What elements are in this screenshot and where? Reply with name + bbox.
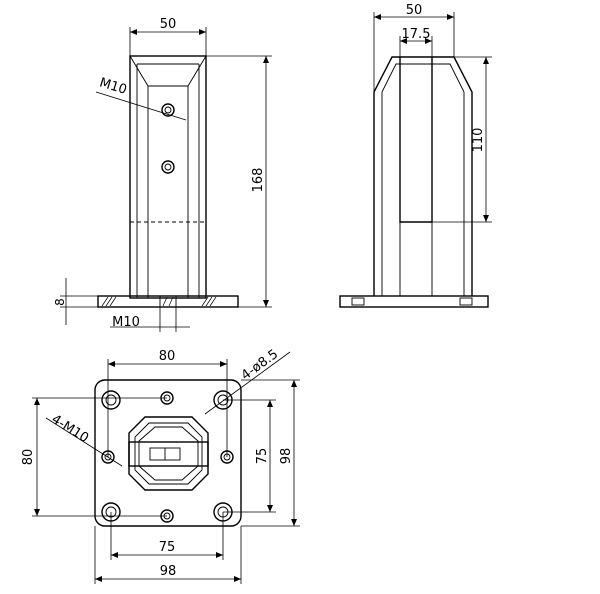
thread-leader [95, 91, 187, 121]
plan-glass-slot [128, 441, 209, 467]
post-top-chamfer [129, 55, 207, 87]
height-label: 168 [251, 168, 266, 193]
side-width-label: 50 [406, 3, 423, 18]
base-thickness-label: 8 [53, 298, 67, 306]
left-span-label: 80 [21, 449, 36, 466]
plan-post-octagon [128, 416, 209, 491]
corner-hole-tl [101, 390, 121, 410]
thread-label: M10 [98, 75, 129, 97]
side-view: 50 17.5 110 [339, 3, 492, 308]
bottom-thread-hole [159, 295, 177, 308]
width-label: 50 [160, 17, 177, 32]
base-hatch [101, 296, 217, 307]
bolt-hole-upper [161, 103, 175, 117]
hole-leader [204, 351, 291, 415]
outer-height-label: 98 [279, 448, 294, 465]
bolt-hole-lower [161, 160, 175, 174]
thread-holes-label: 4-M10 [49, 412, 91, 446]
hole-label: 4-ø8.5 [239, 347, 281, 384]
glass-slot [399, 57, 433, 223]
thread-holes-leader [45, 417, 123, 467]
plan-base-plate [94, 379, 242, 527]
slot-width-label: 17.5 [402, 27, 431, 42]
post-outline [129, 55, 207, 299]
side-base-plate [339, 295, 489, 308]
outer-width-label: 98 [160, 564, 177, 579]
bottom-thread-label: M10 [112, 315, 140, 330]
side-body-outline [373, 56, 473, 296]
inner-height-label: 75 [255, 448, 270, 465]
plan-view: 80 4-ø8.5 80 4-M10 75 98 75 98 [21, 347, 300, 584]
front-view: 50 168 M10 8 M10 [53, 17, 272, 332]
top-span-label: 80 [159, 349, 176, 364]
inner-width-label: 75 [159, 540, 176, 555]
slot-height-label: 110 [471, 128, 486, 153]
